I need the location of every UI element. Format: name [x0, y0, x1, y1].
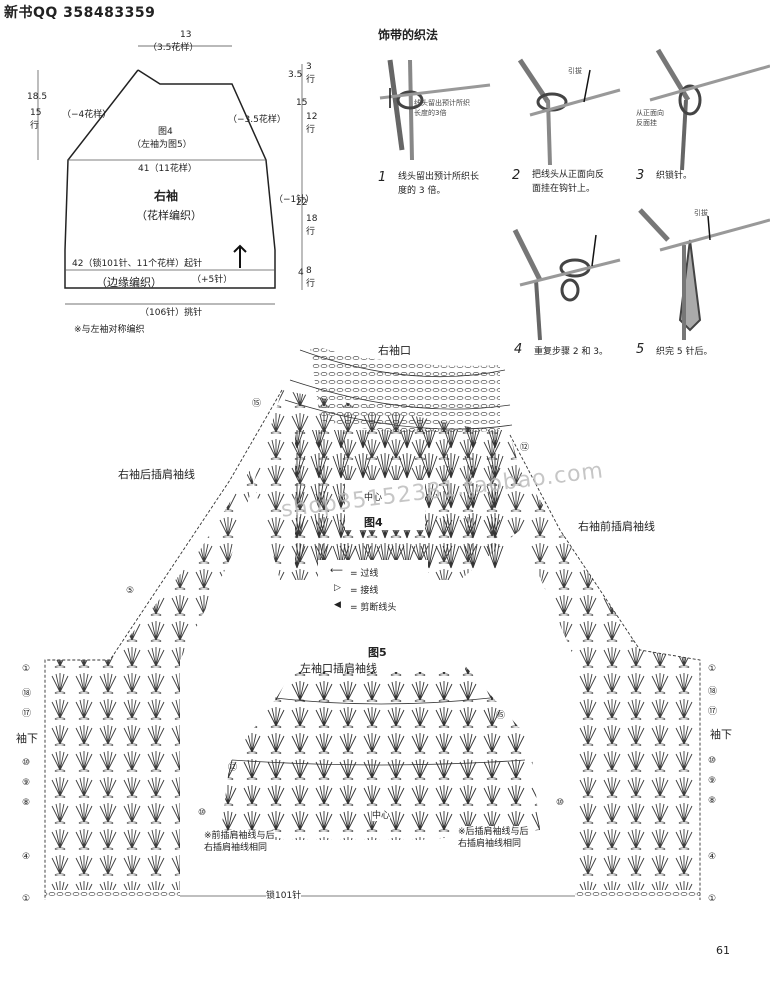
figure-note: （左袖为图5） — [132, 140, 192, 150]
chain-count: 锁101针 — [266, 888, 302, 901]
height-rows: 15 行 — [30, 108, 42, 131]
left-decrease: （−4花样） — [62, 110, 112, 120]
dim-rows-1: 3 行 — [306, 62, 316, 85]
height-total: 18.5 — [27, 92, 48, 102]
plus5-label: （+5针） — [192, 275, 233, 285]
dim-rows-3: 18 行 — [306, 214, 318, 237]
row-mark: ⑩ — [22, 758, 31, 768]
legend-pass-symbol: ⟵ — [330, 566, 343, 576]
tie-step-4-num: 4 — [514, 342, 523, 357]
row-mark: ⑫ — [228, 763, 238, 773]
row-mark: ⑮ — [252, 399, 262, 409]
right-decrease: （−3.5花样） — [228, 115, 286, 125]
figure-label: 图4 — [158, 127, 173, 137]
tie-step-3-illustration — [649, 48, 770, 171]
mirror-note: ※与左袖对称编织 — [74, 325, 145, 335]
legend-cut-symbol: ◀ — [334, 600, 341, 610]
dim-rows-4: 8 行 — [306, 266, 316, 289]
row-mark: ⑫ — [520, 443, 530, 453]
tie-step-5-illustration — [638, 208, 770, 340]
row-mark: ① — [22, 664, 31, 674]
row-mark: ① — [708, 894, 717, 904]
label-pull-5: 引拔 — [694, 209, 708, 217]
row-mark: ⑰ — [22, 709, 32, 719]
bottom-width: 42（锁101针、11个花样）起针 — [72, 259, 203, 269]
bottom-total: （106针）挑针 — [140, 308, 203, 318]
row-mark: ⑮ — [496, 711, 506, 721]
dim-cm-3: 22 — [296, 198, 308, 208]
page-number: 61 — [716, 944, 730, 957]
row-mark: ⑧ — [708, 796, 717, 806]
row-mark: ⑱ — [22, 689, 32, 699]
row-mark: ① — [22, 894, 31, 904]
border-label: （边缘编织） — [96, 276, 162, 289]
row-mark: ④ — [708, 852, 717, 862]
tie-step-1-num: 1 — [378, 170, 387, 185]
legend-pass-label: = 过线 — [350, 569, 379, 579]
chart4-fig: 图4 — [364, 516, 383, 529]
tie-step-5-num: 5 — [636, 342, 645, 357]
chart5-note-left: ※前插肩袖线与后 右插肩袖线相同 — [204, 830, 275, 854]
row-mark: ① — [708, 664, 717, 674]
back-raglan-line: 右袖后插肩袖线 — [118, 468, 195, 481]
right-increase: （−1针） — [274, 195, 315, 205]
chart5-note-right: ※后插肩袖线与后 右插肩袖线相同 — [458, 826, 529, 850]
chart5-title: 左袖口插肩袖线 — [300, 662, 377, 675]
row-mark: ⑤ — [126, 586, 135, 596]
legend-join-symbol: ▷ — [334, 583, 341, 593]
row-mark: ⑩ — [198, 808, 207, 818]
label-pull-2: 引拔 — [568, 67, 582, 75]
tie-step-3-num: 3 — [636, 168, 645, 183]
sleeve-under-right: 袖下 — [710, 728, 732, 741]
row-mark: ⑩ — [708, 756, 717, 766]
row-mark: ⑩ — [556, 798, 565, 808]
dim-rows-2: 12 行 — [306, 112, 318, 135]
mid-width: 41（11花样） — [138, 164, 197, 174]
chart5-center: 中心 — [372, 808, 391, 821]
legend-cut-label: = 剪断线头 — [350, 603, 397, 613]
tie-step-4-illustration — [512, 228, 621, 341]
tie-step-2-illustration — [517, 58, 621, 166]
dim-cm-4: 4 — [298, 268, 304, 278]
chart5-fig: 图5 — [368, 646, 387, 659]
row-mark: ⑱ — [708, 687, 718, 697]
tie-step-1-illustration — [379, 59, 491, 161]
sleeve-under-left: 袖下 — [16, 732, 38, 745]
chart-fig4 — [44, 345, 701, 900]
dim-cm-1: 3.5 — [288, 70, 303, 80]
front-raglan-line: 右袖前插肩袖线 — [578, 520, 655, 533]
chart4-center: 中心 — [364, 493, 383, 503]
label-tail: 线头留出预计所织 长度的3倍 — [414, 99, 470, 117]
tie-illustrations — [379, 48, 770, 341]
legend-join-label: = 接线 — [350, 586, 379, 596]
tie-step-2-text: 把线头从正面向反 面挂在钩针上。 — [532, 170, 605, 194]
row-mark: ⑨ — [22, 778, 31, 788]
tie-step-3-text: 织锁针。 — [656, 171, 693, 181]
tie-step-1-text: 线头留出预计所织长 度的 3 倍。 — [398, 172, 480, 196]
tie-title: 饰带的织法 — [378, 28, 439, 42]
tie-step-2-num: 2 — [512, 168, 521, 183]
top-width: 13 — [180, 30, 192, 40]
label-front: 从正面向 反面挂 — [636, 109, 664, 127]
header-title: 新书QQ 358483359 — [4, 5, 156, 21]
top-pattern: （3.5花样） — [148, 43, 199, 53]
tie-step-5-text: 织完 5 针后。 — [656, 347, 713, 357]
row-mark: ④ — [22, 852, 31, 862]
chart4-title: 右袖口 — [378, 344, 411, 357]
row-mark: ⑧ — [22, 798, 31, 808]
piece-name: 右袖 — [154, 189, 179, 203]
row-mark: ⑨ — [708, 776, 717, 786]
row-mark: ⑰ — [708, 707, 718, 717]
piece-pattern: （花样编织） — [136, 209, 202, 222]
dim-cm-2: 15 — [296, 98, 308, 108]
tie-step-4-text: 重复步骤 2 和 3。 — [534, 347, 609, 357]
